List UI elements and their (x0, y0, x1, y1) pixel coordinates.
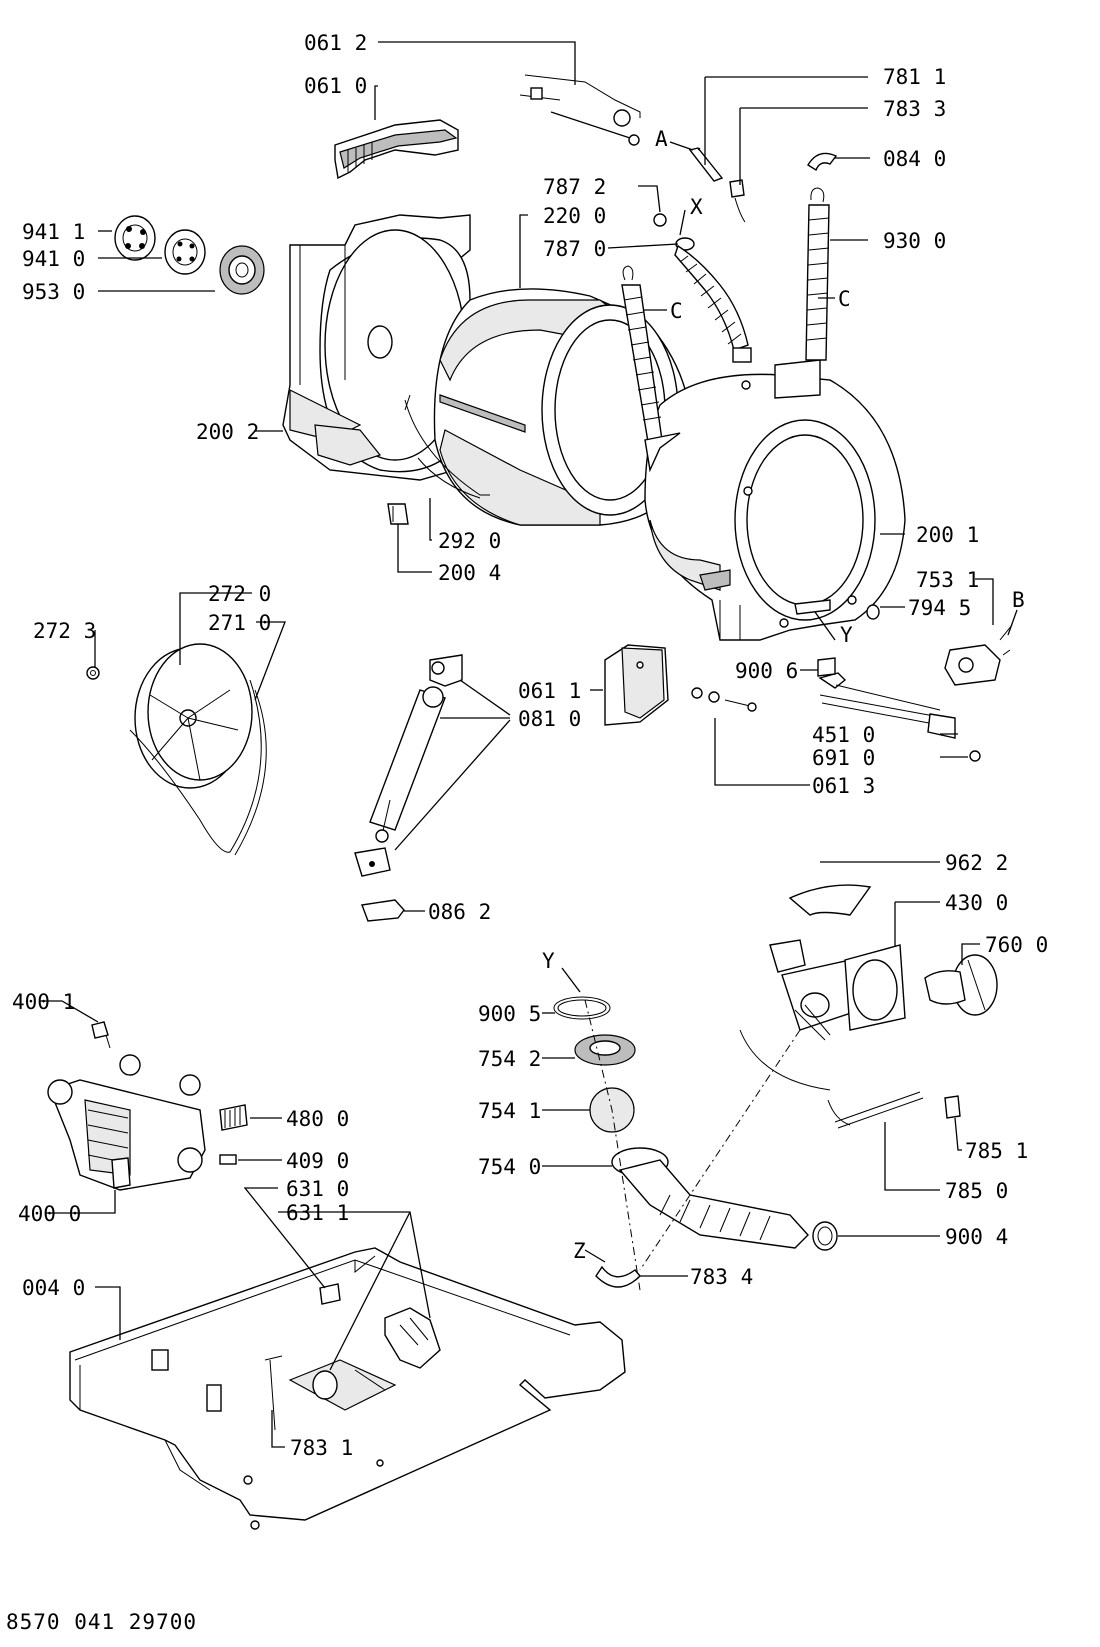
part-spring-right (805, 187, 830, 361)
label-0840: 084 0 (883, 147, 946, 171)
label-4001: 400 1 (12, 990, 75, 1014)
label-6310: 631 0 (286, 1177, 349, 1201)
label-2710: 271 0 (208, 611, 271, 635)
part-pulley (129, 643, 267, 856)
part-hose-783-4 (595, 1265, 641, 1288)
label-2200: 220 0 (543, 204, 606, 228)
part-labels: 061 2 061 0 781 1 783 3 A 084 0 787 2 X … (12, 31, 1048, 1460)
label-b: B (1012, 588, 1025, 612)
label-9300: 930 0 (883, 229, 946, 253)
label-7542: 754 2 (478, 1047, 541, 1071)
part-elbow-084 (807, 152, 838, 172)
part-gasket-962-2 (788, 884, 872, 916)
part-motor (47, 1021, 206, 1191)
part-valve-small (729, 179, 746, 223)
part-brush-480 (219, 1104, 248, 1131)
part-top-cover-bracket (519, 74, 641, 146)
label-0613: 061 3 (812, 774, 875, 798)
part-clip-small (387, 503, 409, 525)
label-2720: 272 0 (208, 582, 271, 606)
part-counterweight-061-1 (604, 644, 669, 726)
label-c-right: C (838, 287, 851, 311)
label-y-top: Y (840, 623, 853, 647)
label-9530: 953 0 (22, 280, 85, 304)
label-7833: 783 3 (883, 97, 946, 121)
label-y-bottom: Y (542, 949, 555, 973)
part-thermostat (944, 624, 1013, 686)
label-9410: 941 0 (22, 247, 85, 271)
part-front-tub (644, 359, 906, 641)
part-filter-760-0 (924, 954, 998, 1016)
label-0810: 081 0 (518, 707, 581, 731)
label-7872: 787 2 (543, 175, 606, 199)
label-7541: 754 1 (478, 1099, 541, 1123)
label-4800: 480 0 (286, 1107, 349, 1131)
label-x: X (690, 195, 703, 219)
label-0040: 004 0 (22, 1276, 85, 1300)
label-a: A (655, 127, 668, 151)
part-drain-hose (827, 1091, 961, 1129)
label-0611: 061 1 (518, 679, 581, 703)
part-heater (818, 672, 981, 762)
label-9005: 900 5 (478, 1002, 541, 1026)
part-counterweight-top (334, 119, 459, 180)
label-7834: 783 4 (690, 1265, 753, 1289)
label-4510: 451 0 (812, 723, 875, 747)
part-bolt-061-3 (691, 687, 757, 712)
label-7600: 760 0 (985, 933, 1048, 957)
label-7831: 783 1 (290, 1436, 353, 1460)
part-shock-absorber (354, 654, 463, 877)
label-0610: 061 0 (304, 74, 367, 98)
label-9622: 962 2 (945, 851, 1008, 875)
label-c-left: C (670, 299, 683, 323)
part-rear-tub (282, 214, 471, 481)
label-2001: 200 1 (916, 523, 979, 547)
leader-lines (40, 41, 1018, 1448)
label-7540: 754 0 (478, 1155, 541, 1179)
part-clip-900-6 (817, 657, 836, 677)
label-4300: 430 0 (945, 891, 1008, 915)
part-bearings (114, 215, 265, 295)
label-4000: 400 0 (18, 1202, 81, 1226)
label-0862: 086 2 (428, 900, 491, 924)
label-2002: 200 2 (196, 420, 259, 444)
part-sump-hose-754-0 (611, 1147, 809, 1249)
label-4090: 409 0 (286, 1149, 349, 1173)
part-seal-754-2 (574, 1034, 636, 1066)
label-2920: 292 0 (438, 529, 501, 553)
part-dashline (584, 999, 801, 1291)
label-6311: 631 1 (286, 1201, 349, 1225)
part-base-frame (69, 1247, 626, 1530)
label-7850: 785 0 (945, 1179, 1008, 1203)
label-9004: 900 4 (945, 1225, 1008, 1249)
part-ring-794-5 (866, 604, 880, 620)
part-rod (688, 147, 724, 182)
part-hose-bellows (653, 213, 752, 363)
part-ring-900-5 (553, 996, 611, 1020)
label-0612: 061 2 (304, 31, 367, 55)
part-409-block (219, 1154, 237, 1165)
part-ring-292 (417, 457, 481, 499)
document-code: 8570 041 29700 (6, 1610, 198, 1634)
label-z: Z (573, 1239, 586, 1263)
label-7531: 753 1 (916, 568, 979, 592)
label-9411: 941 1 (22, 220, 85, 244)
label-6910: 691 0 (812, 746, 875, 770)
label-7811: 781 1 (883, 65, 946, 89)
label-7851: 785 1 (965, 1139, 1028, 1163)
part-clamp-900-4 (812, 1221, 838, 1251)
label-7870: 787 0 (543, 237, 606, 261)
part-clip-086 (361, 899, 405, 922)
part-nut-272-3 (86, 666, 100, 680)
part-spring-left (621, 265, 681, 473)
label-2723: 272 3 (33, 619, 96, 643)
part-pump-430-0 (739, 939, 906, 1091)
label-2004: 200 4 (438, 561, 501, 585)
label-9006: 900 6 (735, 659, 798, 683)
label-7945: 794 5 (908, 596, 971, 620)
